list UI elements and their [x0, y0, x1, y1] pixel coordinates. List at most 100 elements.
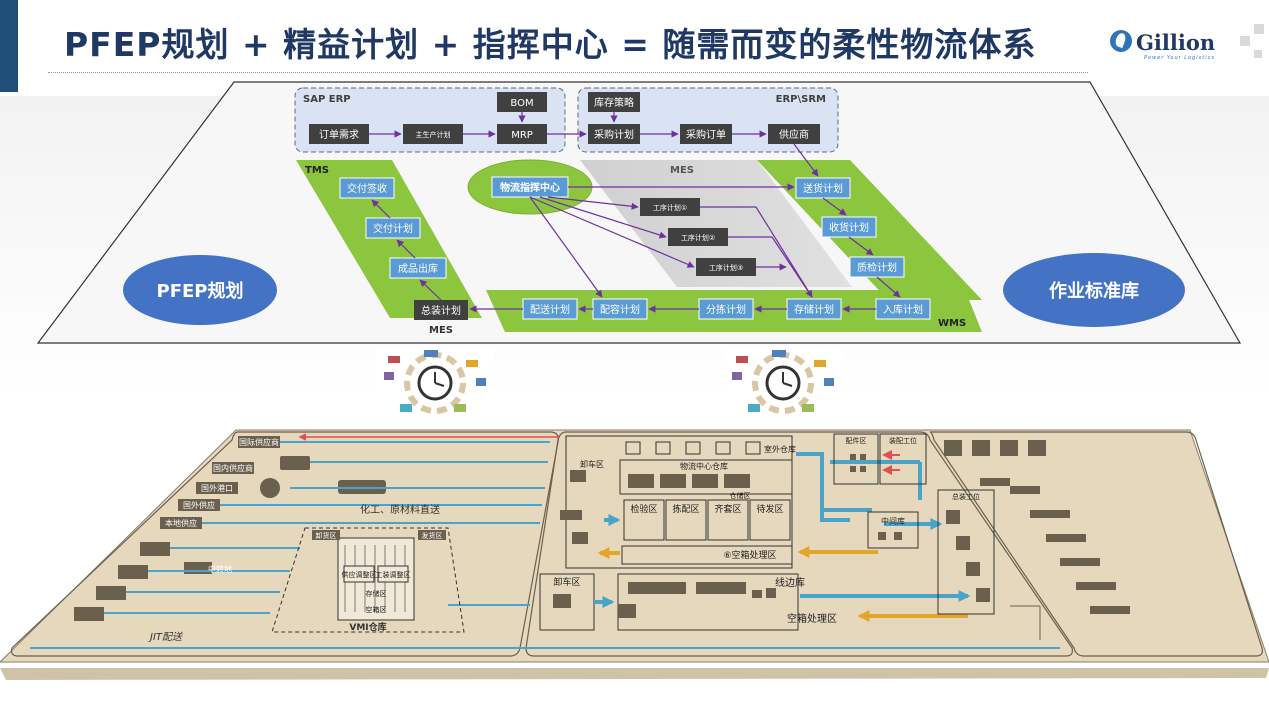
- cycle-clock-icon-left: [376, 348, 494, 424]
- parts-area-label: 配件区: [846, 436, 867, 445]
- svg-text:工序计划③: 工序计划③: [709, 263, 743, 272]
- supplier-label: 国际供应商: [239, 437, 279, 447]
- logistics-center: [565, 435, 793, 569]
- return-flow-lines: [597, 546, 968, 622]
- node-mrp: MRP: [497, 124, 547, 144]
- unload-top-label: 卸车区: [580, 459, 604, 469]
- node-process-plan-3: 工序计划③: [696, 258, 756, 276]
- flow-arrows: [369, 112, 901, 313]
- accent-bar: [0, 0, 18, 92]
- line-store-label: 线边库: [775, 576, 805, 589]
- node-delivery-sign: 交付签收: [339, 177, 395, 199]
- pfep-label: PFEP规划: [157, 280, 244, 302]
- storage-zone-label: 仓储区: [730, 491, 751, 500]
- zone-label: 拣配区: [672, 503, 699, 515]
- supplier-labels: 国际供应商 国内供应商 国外港口 国外供应 本地供应: [160, 436, 280, 529]
- empty-box-top: [621, 545, 793, 565]
- zone-label: 待发区: [756, 503, 783, 515]
- svg-text:物流指挥中心: 物流指挥中心: [500, 181, 560, 194]
- node-supplier: 供应商: [768, 124, 820, 144]
- svg-text:工序计划①: 工序计划①: [653, 203, 687, 212]
- transit-label: 中转地: [208, 564, 232, 574]
- node-process-plan-1: 工序计划①: [640, 198, 700, 216]
- vmi-region-label: 空箱区: [366, 605, 387, 614]
- center-flow-lines: [594, 452, 971, 608]
- logo-icon: [1110, 30, 1132, 52]
- middle-store: [867, 511, 919, 549]
- svg-text:质检计划: 质检计划: [857, 261, 897, 274]
- empty-box-bottom-label: 空箱处理区: [787, 612, 837, 625]
- node-quality-plan: 质检计划: [849, 256, 905, 278]
- node-receiving-plan: 收货计划: [821, 216, 877, 238]
- center-zone-labels: 检验区 拣配区 齐套区 待发区: [623, 499, 791, 541]
- vmi-warehouse: [271, 527, 465, 633]
- zone-label: 齐套区: [714, 503, 741, 515]
- svg-text:入库计划: 入库计划: [883, 303, 923, 316]
- svg-text:采购订单: 采购订单: [686, 128, 726, 141]
- erp-srm-label: ERP\SRM: [776, 94, 826, 105]
- mes-bottom-label: MES: [429, 325, 453, 336]
- svg-text:分拣计划: 分拣计划: [706, 303, 746, 316]
- svg-text:主生产计划: 主生产计划: [416, 130, 451, 139]
- left-flow-lines: [30, 441, 1060, 649]
- right-zone: [929, 431, 1263, 657]
- right-equipment: [850, 440, 1130, 614]
- final-assembly: [937, 489, 995, 615]
- standard-library-label: 作业标准库: [1049, 280, 1139, 302]
- node-process-plan-2: 工序计划②: [668, 228, 728, 246]
- svg-text:BOM: BOM: [510, 98, 533, 109]
- mes-band-label: MES: [670, 165, 694, 176]
- node-sorting-plan: 分拣计划: [698, 298, 754, 320]
- node-delivery-plan: 交付计划: [365, 217, 421, 239]
- wms-label: WMS: [938, 318, 966, 329]
- corner-decoration: [1254, 24, 1264, 34]
- storage-shelves: [628, 474, 750, 488]
- logo-name: Gillion: [1136, 30, 1216, 55]
- node-assembly-plan: 总装计划: [414, 300, 468, 320]
- svg-text:存储计划: 存储计划: [794, 303, 834, 316]
- vmi-inner-labels: 供应调整区 工装调整区 存储区 空箱区: [342, 565, 411, 614]
- node-finished-out: 成品出库: [389, 257, 447, 279]
- svg-text:供应商: 供应商: [779, 128, 809, 141]
- corner-decoration: [1254, 50, 1262, 58]
- line-store-area: [617, 573, 799, 631]
- svg-text:库存策略: 库存策略: [594, 96, 634, 109]
- vmi-region-label: 卸货区: [316, 531, 337, 540]
- node-stock-strategy: 库存策略: [588, 92, 640, 112]
- standard-library-ellipse: [1003, 253, 1185, 327]
- vmi-region-label: 工装调整区: [376, 570, 411, 579]
- parts-area: [833, 433, 879, 485]
- chemical-direct-label: 化工、原材料直送: [360, 503, 440, 516]
- sap-erp-label: SAP ERP: [303, 94, 351, 105]
- outside-store-label: 室外仓库: [764, 444, 796, 454]
- cycle-clock-icon-right: [724, 348, 842, 424]
- supplier-label: 国内供应商: [213, 463, 253, 473]
- svg-text:MRP: MRP: [511, 130, 533, 141]
- empty-box-top-label: ⑥空箱处理区: [723, 549, 776, 561]
- company-logo: Gillion Power Your Logistics: [1110, 28, 1235, 68]
- svg-text:收货计划: 收货计划: [829, 221, 869, 234]
- tms-label: TMS: [305, 165, 329, 176]
- pfep-ellipse: [123, 255, 277, 325]
- corner-decoration: [1240, 36, 1250, 46]
- line-store-racks: [628, 582, 776, 598]
- svg-text:交付签收: 交付签收: [347, 182, 387, 195]
- svg-text:工序计划②: 工序计划②: [681, 233, 715, 242]
- supplier-label: 国外港口: [201, 483, 233, 493]
- node-command-center: 物流指挥中心: [491, 176, 569, 198]
- warehouse-title: 物流中心仓库: [680, 461, 728, 471]
- vmi-region-label: 发货区: [422, 531, 443, 540]
- factory-icons: [74, 456, 386, 621]
- final-assembly-label: 总装工位: [952, 492, 980, 501]
- right-dividers: [1010, 605, 1041, 640]
- zone-label: 检验区: [630, 503, 657, 515]
- rack-crosses: [625, 441, 761, 455]
- page-title: PFEP规划 + 精益计划 + 指挥中心 = 随需而变的柔性物流体系: [64, 25, 1037, 64]
- jit-label: JIT配送: [148, 631, 183, 643]
- supplier-label: 国外供应: [183, 500, 215, 510]
- node-shipping-plan: 送货计划: [795, 177, 851, 199]
- logo-tagline: Power Your Logistics: [1144, 55, 1215, 61]
- svg-text:成品出库: 成品出库: [398, 262, 438, 275]
